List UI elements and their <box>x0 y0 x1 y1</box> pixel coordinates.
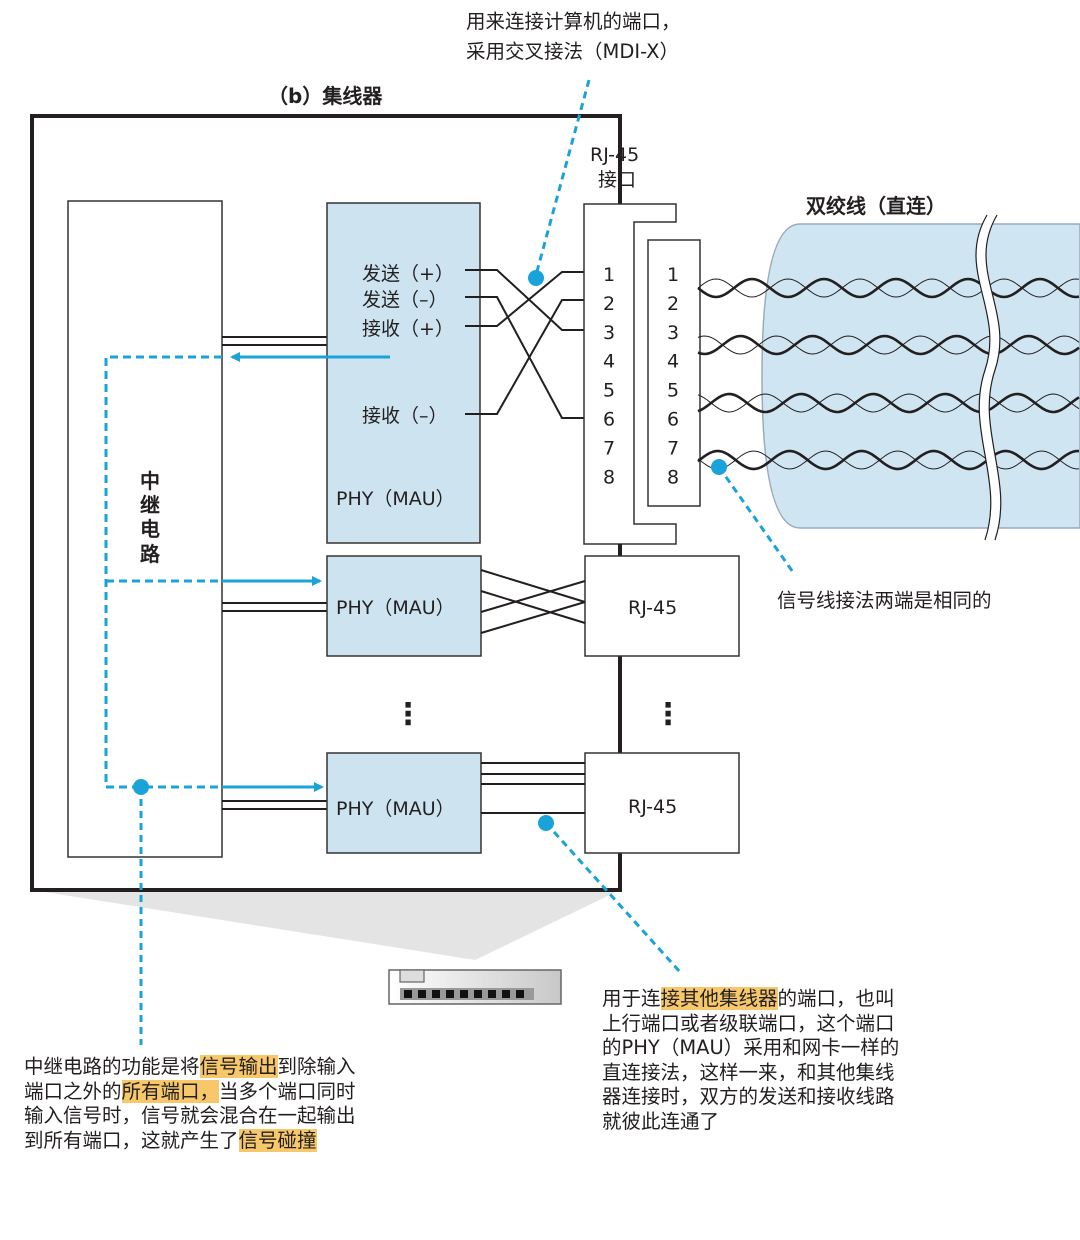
device-port <box>474 990 482 998</box>
device-port <box>516 990 524 998</box>
port3-straight-wiring <box>481 762 585 814</box>
left-note: 中继电路的功能是将信号输出到除输入端口之外的所有端口，当多个端口同时输入信号时，… <box>24 1055 356 1153</box>
note-line: 的PHY（MAU）采用和网卡一样的 <box>602 1036 900 1059</box>
signal-tx-plus: 发送（+） <box>362 263 454 285</box>
note-line: 端口之外的所有端口，当多个端口同时 <box>24 1079 356 1103</box>
right-note: 用于连接其他集线器的端口，也叫上行端口或者级联端口，这个端口的PHY（MAU）采… <box>602 987 899 1134</box>
note-line: 器连接时，双方的发送和接收线路 <box>602 1085 895 1108</box>
twisted-pair-1 <box>697 277 1080 299</box>
device-port <box>488 990 496 998</box>
twisted-pair-3 <box>697 392 1080 414</box>
plug-pin-8: 8 <box>667 466 679 488</box>
svg-text:电: 电 <box>140 517 160 541</box>
highlight: 信号输出 <box>199 1055 278 1078</box>
rj45-port-label: RJ-45 <box>590 144 639 166</box>
phy-port2-label: PHY（MAU） <box>336 597 455 619</box>
rj45-port3 <box>584 752 740 854</box>
highlight: 接其他集线器 <box>660 987 778 1010</box>
phy-port3-block <box>326 752 482 854</box>
device-port <box>404 990 412 998</box>
device-port <box>502 990 510 998</box>
callout-dot-cable <box>711 459 727 475</box>
cable-title: 双绞线（直连） <box>806 194 946 218</box>
hub-device-icon <box>388 969 562 1005</box>
signal-rx-minus: 接收（–） <box>362 405 448 427</box>
rj45-port3-label: RJ-45 <box>628 796 677 818</box>
note-line: 直连接法，这样一来，和其他集线 <box>602 1060 895 1084</box>
signal-rx-plus: 接收（+） <box>362 318 454 340</box>
hub-pin-3: 3 <box>603 322 615 344</box>
plug-pin-7: 7 <box>667 437 679 459</box>
hub-pin-5: 5 <box>603 380 615 402</box>
port2-crossover-wiring <box>480 569 586 634</box>
phy-main-block <box>326 202 481 544</box>
svg-text:中: 中 <box>140 469 160 493</box>
plug-pin-3: 3 <box>667 322 679 344</box>
plug-pin-6: 6 <box>667 409 679 431</box>
zoom-projection <box>32 890 620 960</box>
repeater-circuit-block <box>67 200 223 858</box>
hub-pins: 1 2 3 4 5 6 7 8 <box>603 264 615 488</box>
twisted-pair-4 <box>697 449 1079 471</box>
phy-ellipsis: ⋮ <box>393 697 423 732</box>
note-line: 用于连接其他集线器的端口，也叫 <box>602 987 895 1010</box>
callout-dot-crossover <box>528 270 544 286</box>
svg-text:继: 继 <box>140 493 160 517</box>
callout-dot-uplink <box>538 815 554 831</box>
plug-pin-5: 5 <box>667 380 679 402</box>
twisted-pair-cable <box>761 223 1080 529</box>
device-port <box>418 990 426 998</box>
svg-text:路: 路 <box>140 542 161 566</box>
rj45-port2-label: RJ-45 <box>628 597 677 619</box>
hub-title: （b）集线器 <box>268 84 383 108</box>
hub-pin-7: 7 <box>603 437 615 459</box>
plug-pin-2: 2 <box>667 293 679 315</box>
phy-port2-block <box>326 555 482 657</box>
repeater-label: 中 继 电 路 <box>140 469 161 566</box>
twisted-pair-2 <box>697 334 1080 356</box>
hub-pin-2: 2 <box>603 293 615 315</box>
callout-dot-repeater <box>133 779 149 795</box>
note-line: 中继电路的功能是将信号输出到除输入 <box>24 1055 356 1078</box>
callout-leaders <box>139 79 797 1045</box>
bus-lines <box>222 336 327 810</box>
hub-pin-1: 1 <box>603 264 615 286</box>
phy-main-label: PHY（MAU） <box>336 488 455 510</box>
plug-pin-4: 4 <box>667 351 679 373</box>
note-line: 就彼此连通了 <box>602 1109 720 1133</box>
device-port <box>446 990 454 998</box>
crossover-wiring <box>465 269 596 419</box>
plug-pin-1: 1 <box>667 264 679 286</box>
highlight: 信号碰撞 <box>238 1128 317 1152</box>
rj45-ellipsis: ⋮ <box>653 697 683 732</box>
twisted-pairs <box>697 277 1080 471</box>
note-line: 到所有端口，这就产生了信号碰撞 <box>24 1128 317 1152</box>
rj45-port-label-2: 接口 <box>598 169 636 191</box>
hub-pin-4: 4 <box>603 351 615 373</box>
signal-tx-minus: 发送（–） <box>362 289 448 311</box>
cable-break-mark <box>976 212 1001 542</box>
rj45-port2 <box>584 555 740 657</box>
hub-pin-6: 6 <box>603 409 615 431</box>
device-port <box>432 990 440 998</box>
top-callout-line1: 用来连接计算机的端口， <box>466 10 681 33</box>
hub-pin-8: 8 <box>603 466 615 488</box>
note-line: 上行端口或者级联端口，这个端口 <box>602 1011 895 1035</box>
phy-port3-label: PHY（MAU） <box>336 798 455 820</box>
signal-flow <box>104 352 390 792</box>
device-port <box>460 990 468 998</box>
top-callout-line2: 采用交叉接法（MDI-X） <box>466 40 679 63</box>
plug-pins: 1 2 3 4 5 6 7 8 <box>667 264 679 488</box>
rj45-jack-outline <box>583 203 677 545</box>
note-line: 输入信号时，信号就会混合在一起输出 <box>24 1104 356 1127</box>
cable-callout-text: 信号线接法两端是相同的 <box>777 589 992 612</box>
rj45-plug <box>647 239 701 507</box>
highlight: 所有端口， <box>121 1079 220 1103</box>
